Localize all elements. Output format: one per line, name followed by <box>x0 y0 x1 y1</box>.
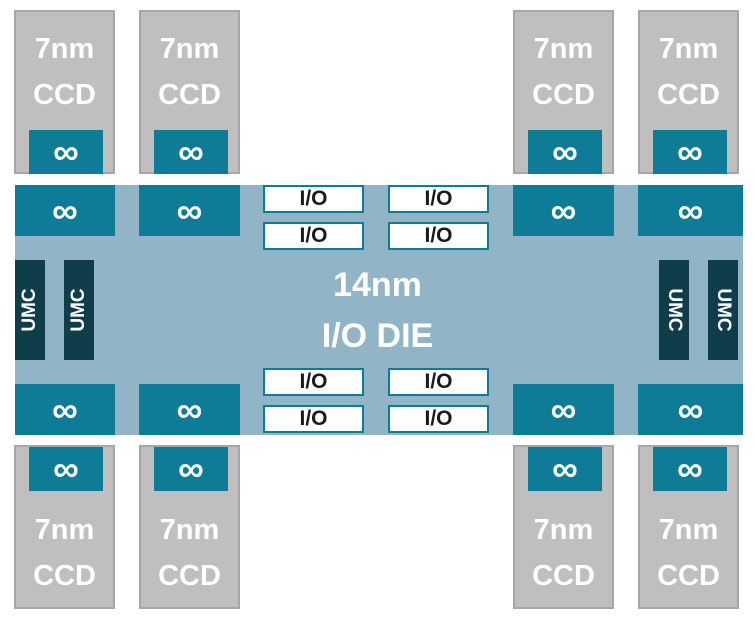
ccd-infinity-link: ∞ <box>528 130 602 174</box>
ccd-process-label: 7nm <box>533 514 594 546</box>
ccd-infinity-link: ∞ <box>154 130 228 174</box>
io-block: I/O <box>388 368 489 396</box>
ccd-bottom-3: ∞ 7nm CCD <box>513 445 614 609</box>
umc-right-2: UMC <box>708 260 738 360</box>
ccd-bottom-2: ∞ 7nm CCD <box>139 445 240 609</box>
ccd-top-4: 7nm CCD ∞ <box>638 10 739 174</box>
io-block: I/O <box>263 185 364 213</box>
ccd-infinity-link: ∞ <box>29 447 103 491</box>
die-infinity-link-bottom-4: ∞ <box>638 384 743 435</box>
ccd-infinity-link: ∞ <box>154 447 228 491</box>
io-block: I/O <box>263 405 364 433</box>
io-block: I/O <box>388 222 489 250</box>
ccd-infinity-link: ∞ <box>653 447 727 491</box>
ccd-process-label: 7nm <box>658 514 719 546</box>
io-die <box>15 185 743 435</box>
ccd-infinity-link: ∞ <box>528 447 602 491</box>
umc-right-1: UMC <box>659 260 689 360</box>
io-block: I/O <box>263 368 364 396</box>
ccd-type-label: CCD <box>657 560 720 592</box>
ccd-infinity-link: ∞ <box>29 130 103 174</box>
ccd-top-3: 7nm CCD ∞ <box>513 10 614 174</box>
ccd-type-label: CCD <box>532 79 595 111</box>
ccd-process-label: 7nm <box>658 33 719 65</box>
ccd-type-label: CCD <box>158 560 221 592</box>
ccd-type-label: CCD <box>657 79 720 111</box>
ccd-process-label: 7nm <box>159 33 220 65</box>
die-infinity-link-bottom-1: ∞ <box>15 384 115 435</box>
io-block: I/O <box>388 185 489 213</box>
io-block: I/O <box>388 405 489 433</box>
ccd-top-2: 7nm CCD ∞ <box>139 10 240 174</box>
die-infinity-link-bottom-2: ∞ <box>139 384 240 435</box>
umc-left-2: UMC <box>64 260 94 360</box>
die-infinity-link-top-1: ∞ <box>15 185 115 236</box>
ccd-bottom-4: ∞ 7nm CCD <box>638 445 739 609</box>
ccd-process-label: 7nm <box>159 514 220 546</box>
die-infinity-link-top-3: ∞ <box>513 185 614 236</box>
ccd-type-label: CCD <box>532 560 595 592</box>
ccd-bottom-1: ∞ 7nm CCD <box>14 445 115 609</box>
ccd-process-label: 7nm <box>533 33 594 65</box>
ccd-process-label: 7nm <box>34 514 95 546</box>
die-infinity-link-top-2: ∞ <box>139 185 240 236</box>
ccd-top-1: 7nm CCD ∞ <box>14 10 115 174</box>
ccd-type-label: CCD <box>33 560 96 592</box>
umc-left-1: UMC <box>15 260 45 360</box>
die-infinity-link-bottom-3: ∞ <box>513 384 614 435</box>
ccd-process-label: 7nm <box>34 33 95 65</box>
die-process-label: 14nm <box>333 266 422 304</box>
ccd-infinity-link: ∞ <box>653 130 727 174</box>
die-name-label: I/O DIE <box>321 317 434 355</box>
ccd-type-label: CCD <box>158 79 221 111</box>
ccd-type-label: CCD <box>33 79 96 111</box>
io-block: I/O <box>263 222 364 250</box>
die-infinity-link-top-4: ∞ <box>638 185 743 236</box>
